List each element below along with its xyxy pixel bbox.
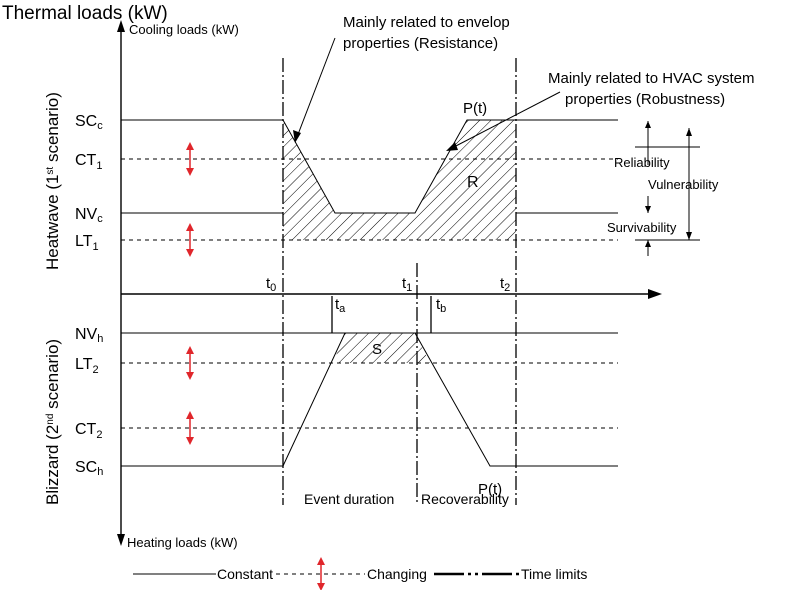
diagram-title: Thermal loads (kW)	[2, 3, 168, 24]
envelope-annotation-line2: properties (Resistance)	[343, 35, 498, 52]
t0-label: t0	[266, 275, 276, 294]
hvac-annotation-line1: Mainly related to HVAC system	[548, 70, 754, 87]
envelope-pointer-head	[293, 130, 301, 143]
ct1-change-arrow	[186, 142, 194, 176]
nv-c-label: NVc	[75, 206, 103, 225]
ct-2-label: CT2	[75, 421, 102, 441]
lt2-change-arrow	[186, 346, 194, 380]
heatwave-scenario-label: Heatwave (1st scenario)	[43, 92, 62, 270]
legend-changing-arrow	[317, 557, 325, 590]
survivability-arrow	[645, 206, 651, 213]
time-axis-arrow	[648, 289, 662, 299]
hvac-pointer-head	[446, 142, 458, 151]
legend-time-limits-label: Time limits	[521, 566, 587, 582]
vertical-axis-arrow-down	[117, 534, 125, 546]
ct2-change-arrow	[186, 411, 194, 445]
reliability-label: Reliability	[614, 155, 670, 170]
lt-2-label: LT2	[75, 356, 99, 376]
tb-label: tb	[436, 296, 446, 315]
legend-constant-label: Constant	[217, 566, 273, 582]
ct-1-label: CT1	[75, 152, 102, 172]
pt-bottom-label: P(t)	[478, 481, 502, 498]
envelope-pointer	[296, 37, 336, 138]
pt-top-label: P(t)	[463, 100, 487, 117]
region-s-label: S	[372, 341, 382, 358]
hvac-annotation-line2: properties (Robustness)	[565, 91, 725, 108]
hvac-pointer	[451, 91, 561, 149]
performance-curve-blizzard	[282, 332, 618, 467]
legend-changing-label: Changing	[367, 566, 427, 582]
sc-c-label: SCc	[75, 113, 103, 132]
vulnerability-arrow-up	[686, 128, 692, 136]
ta-label: ta	[335, 296, 346, 315]
region-r-hatch	[283, 120, 516, 240]
vulnerability-arrow-down	[686, 232, 692, 240]
envelope-annotation-line1: Mainly related to envelop	[343, 14, 510, 31]
cooling-axis-label: Cooling loads (kW)	[129, 22, 239, 37]
blizzard-scenario-label: Blizzard (2nd scenario)	[43, 339, 62, 505]
region-s-hatch	[333, 333, 430, 363]
sc-h-label: SCh	[75, 459, 103, 478]
legend: Constant Changing Time limits	[133, 557, 587, 590]
heating-axis-label: Heating loads (kW)	[127, 535, 238, 550]
event-duration-label: Event duration	[304, 491, 394, 507]
performance-curve-heatwave	[282, 119, 516, 214]
lt1-change-arrow	[186, 223, 194, 257]
reliability-arrow-up	[645, 121, 651, 128]
t2-label: t2	[500, 275, 510, 294]
survivability-label: Survivability	[607, 220, 677, 235]
vertical-axis-arrow-up	[117, 20, 125, 32]
nv-h-label: NVh	[75, 326, 103, 345]
t1-label: t1	[402, 275, 412, 294]
recoverability-label: Recoverability	[421, 491, 509, 507]
region-r-label: R	[467, 174, 479, 191]
survivability-arrow-down	[645, 240, 651, 247]
lt-1-label: LT1	[75, 233, 99, 253]
vulnerability-label: Vulnerability	[648, 177, 719, 192]
